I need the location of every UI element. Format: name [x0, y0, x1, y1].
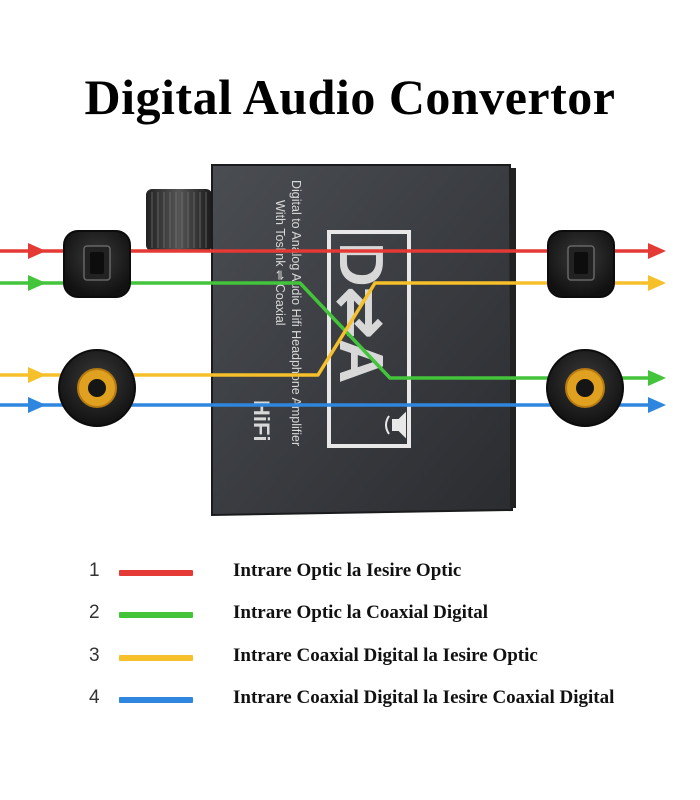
arrow-icon	[28, 397, 46, 413]
arrow-icon	[28, 243, 46, 259]
legend-row: 4 Intrare Coaxial Digital la Iesire Coax…	[0, 685, 700, 715]
converter-device: D⇄A Digital to Analog Audio Hifi Headpho…	[211, 164, 516, 517]
optical-input-port	[63, 230, 131, 298]
legend-number: 1	[89, 560, 100, 581]
yellow-signal-line	[0, 281, 650, 377]
device-hifi-label: HiFi	[249, 400, 274, 442]
volume-knob	[146, 189, 212, 251]
legend-text: Intrare Coaxial Digital la Iesire Coaxia…	[233, 687, 615, 708]
arrow-icon	[648, 275, 666, 291]
sound-icon	[385, 411, 406, 439]
legend-color-line	[119, 655, 193, 661]
arrow-icon	[28, 275, 46, 291]
legend-color-line	[119, 612, 193, 618]
page-title: Digital Audio Convertor	[84, 69, 616, 125]
legend-row: 2 Intrare Optic la Coaxial Digital	[0, 600, 700, 630]
legend-text: Intrare Coaxial Digital la Iesire Optic	[233, 645, 538, 666]
signal-arrows	[28, 243, 666, 413]
legend-text: Intrare Optic la Iesire Optic	[233, 560, 462, 581]
device-logo: D⇄A	[326, 242, 395, 384]
arrow-icon	[648, 370, 666, 386]
legend-color-line	[119, 570, 193, 576]
coaxial-input-port	[58, 349, 136, 427]
legend-row: 3 Intrare Coaxial Digital la Iesire Opti…	[0, 643, 700, 673]
legend-number: 4	[89, 687, 100, 708]
arrow-icon	[648, 397, 666, 413]
coaxial-output-port	[546, 349, 624, 427]
legend-row: 1 Intrare Optic la Iesire Optic	[0, 558, 700, 588]
device-label-line2: With Toslink ⇌ Coaxial	[273, 200, 287, 326]
arrow-icon	[28, 367, 46, 383]
legend-number: 3	[89, 645, 100, 666]
device-label-line1: Digital to Analog Audio Hifi Headphone A…	[289, 180, 303, 446]
legend-number: 2	[89, 602, 100, 623]
optical-output-port	[547, 230, 615, 298]
arrow-icon	[648, 243, 666, 259]
legend-text: Intrare Optic la Coaxial Digital	[233, 602, 489, 623]
legend-color-line	[119, 697, 193, 703]
logo-frame	[327, 230, 411, 448]
